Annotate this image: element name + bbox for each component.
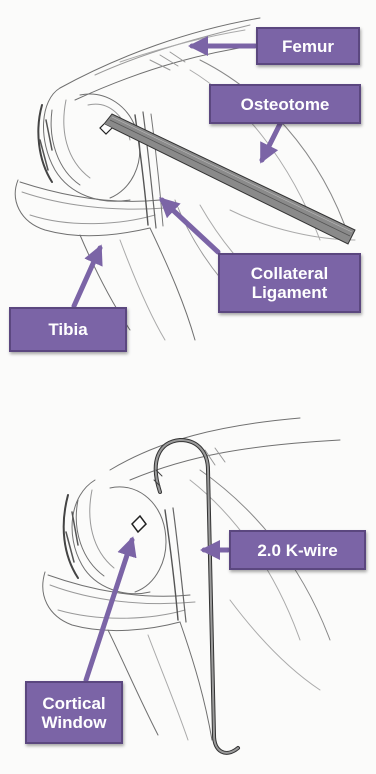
cortical-window-label: Cortical Window xyxy=(25,681,123,744)
collateral-ligament-label: Collateral Ligament xyxy=(218,253,361,313)
tibia-arrow xyxy=(74,248,100,306)
annotation-arrows xyxy=(74,46,283,680)
femur-label: Femur xyxy=(256,27,360,65)
cortical-window-mark xyxy=(132,516,146,532)
tibia-label: Tibia xyxy=(9,307,127,352)
osteotome-label: Osteotome xyxy=(209,84,361,124)
collateral-ligament-arrow xyxy=(162,200,218,252)
osteotome-drawing xyxy=(100,114,355,244)
cortical-window-arrow xyxy=(86,540,132,680)
k-wire-label: 2.0 K-wire xyxy=(229,530,366,570)
